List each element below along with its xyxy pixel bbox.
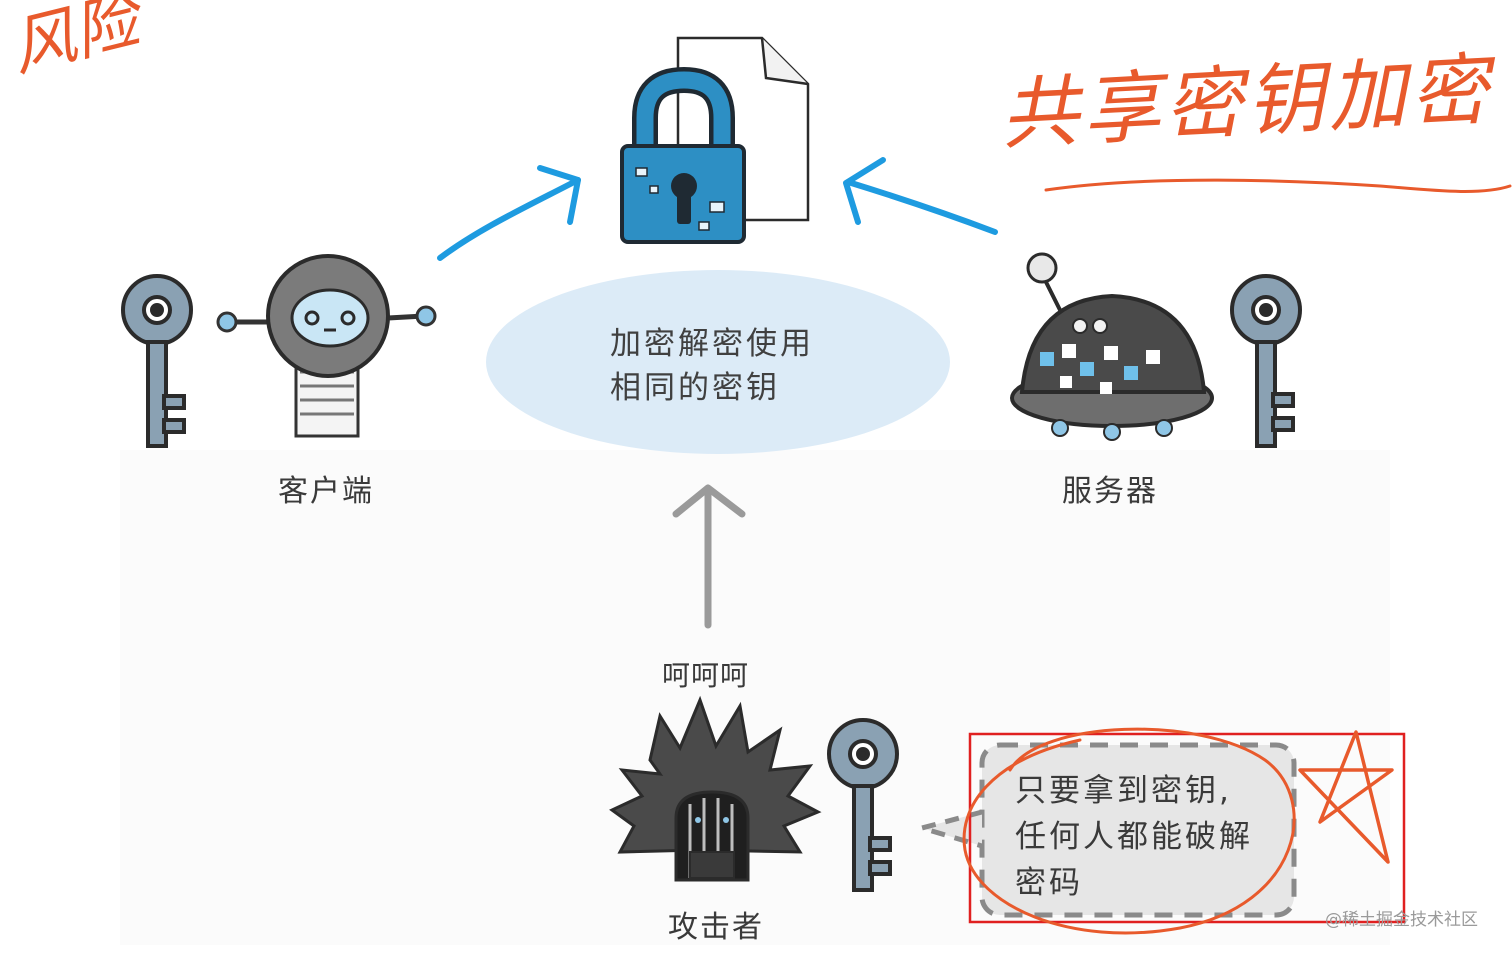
note-text: 只要拿到密钥, 任何人都能破解 密码: [1015, 768, 1253, 906]
attacker-arrow: [672, 484, 746, 629]
client-label: 客户端: [278, 474, 374, 509]
client-to-lock-arrow: [437, 165, 581, 261]
note-line-3: 密码: [1015, 865, 1083, 901]
client-robot-icon: [216, 254, 437, 438]
handwritten-circle: [962, 727, 1296, 935]
server-robot-icon: [1010, 252, 1214, 441]
note-line-2: 任何人都能破解: [1015, 819, 1253, 855]
server-label: 服务器: [1062, 474, 1158, 509]
client-key-icon: [121, 274, 193, 448]
bubble-text: 加密解密使用 相同的密钥: [610, 322, 814, 410]
attacker-label: 攻击者: [668, 910, 764, 945]
attacker-key-icon: [827, 718, 899, 892]
shared-key-bubble: [486, 270, 950, 454]
bubble-line-2: 相同的密钥: [610, 370, 780, 406]
server-key-icon: [1230, 274, 1302, 448]
handwritten-underline: [1044, 178, 1512, 193]
attacker-laugh-label: 呵呵呵: [662, 659, 750, 692]
server-to-lock-arrow: [843, 157, 998, 235]
attacker-icon: [609, 695, 822, 882]
padlock-icon: [620, 66, 746, 244]
watermark: @稀土掘金技术社区: [1325, 910, 1478, 930]
note-line-1: 只要拿到密钥,: [1015, 773, 1232, 809]
bubble-line-1: 加密解密使用: [610, 326, 814, 362]
handwritten-star: [1298, 730, 1394, 864]
